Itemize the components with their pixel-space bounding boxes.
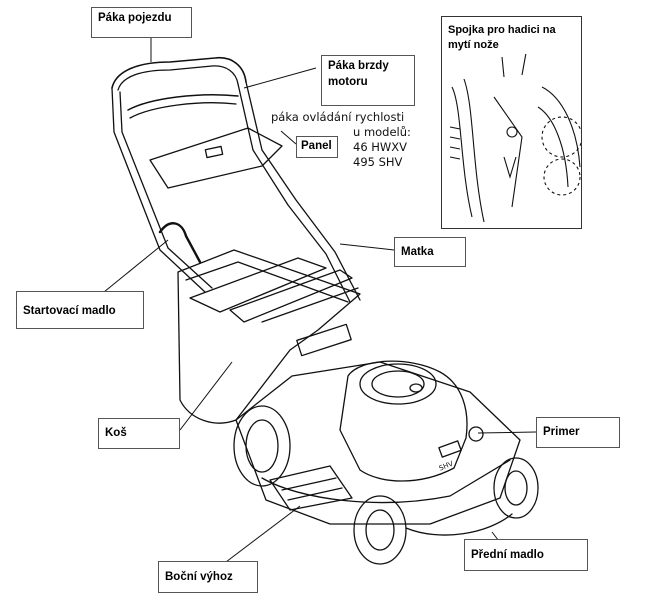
- paka-pojezdu-label: Páka pojezdu: [91, 7, 192, 38]
- leader-bocni: [221, 505, 301, 566]
- predni-madlo-label: Přední madlo: [464, 539, 588, 571]
- handle-right-rail: [245, 81, 361, 301]
- front-right-wheel: [493, 457, 539, 519]
- matka-label: Matka: [394, 237, 466, 267]
- rear-left-wheel: [233, 405, 291, 487]
- leader-matka: [339, 243, 395, 251]
- bocni-vyhoz-label: Boční výhoz: [158, 561, 258, 593]
- control-panel: [149, 127, 283, 189]
- speed-lever-note-line3: 46 HWXV: [353, 139, 408, 154]
- hose-connector-drawing: [449, 52, 581, 223]
- speed-lever-note-line4: 495 SHV: [353, 154, 403, 169]
- leader-paka-brzdy: [243, 67, 317, 89]
- leader-kos: [179, 361, 233, 431]
- panel-label: Panel: [296, 136, 338, 158]
- kos-label: Koš: [98, 418, 180, 449]
- engine-badge: SHV: [438, 460, 455, 473]
- side-discharge-cover: [269, 465, 353, 511]
- handle-left-rail: [111, 87, 206, 293]
- hose-connector-inset: Spojka pro hadici na mytí nože: [441, 16, 582, 229]
- speed-lever-note-line2: u modelů:: [353, 124, 411, 139]
- leader-panel: [280, 130, 297, 145]
- mower-deck: [235, 361, 521, 525]
- startovaci-madlo-label: Startovací madlo: [16, 291, 144, 329]
- paka-brzdy-motoru-label: Páka brzdy motoru: [321, 55, 415, 106]
- speed-lever-note-line1: páka ovládání rychlosti: [271, 110, 405, 124]
- primer-label: Primer: [536, 417, 620, 448]
- drive-lever: [127, 94, 239, 111]
- spojka-label: Spojka pro hadici na mytí nože: [448, 23, 581, 54]
- start-cable: [158, 222, 202, 264]
- leader-startovaci: [103, 239, 169, 293]
- speed-lever-note: páka ovládání rychlosti u modelů: 46 HWX…: [271, 110, 431, 170]
- front-left-wheel: [353, 495, 407, 565]
- grass-basket: [177, 249, 361, 424]
- leader-primer: [477, 431, 537, 434]
- handle-bar: [111, 57, 247, 89]
- engine: [339, 360, 468, 482]
- front-handle: [405, 513, 513, 536]
